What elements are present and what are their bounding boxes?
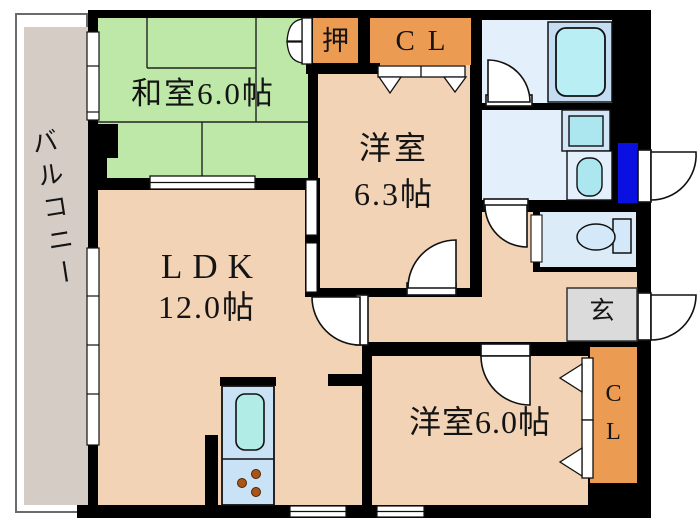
western-63-name: 洋室 [358,130,429,166]
bottom-wall-extension [77,505,88,518]
front-door-leaf [618,143,638,203]
wall-washroom-bottom [482,200,540,212]
room-western-60 [372,356,588,505]
wall-under-oshiire [306,63,380,74]
kitchen-counter-edge [220,377,276,386]
balcony-floor [24,27,88,505]
closet-oshiire [313,18,358,65]
room-toilet [540,212,636,267]
ldk-name: LDK [161,247,263,286]
oshiire-label: 押 [322,26,349,56]
washitsu-label: 和室6.0帖 [131,76,275,111]
ldk-stub-wall [328,374,362,386]
closet-cl-top [370,18,471,65]
corridor-west-leg [482,212,533,342]
cl-bedroom-label-c: C [605,381,622,407]
room-washroom [482,110,610,200]
corridor-genkan-front [533,288,567,342]
hall-strip [533,272,637,288]
ldk-size: 12.0帖 [157,289,256,325]
corridor-main [362,297,482,342]
wall-corridor-top [307,288,482,297]
western-60-label: 洋室6.0帖 [408,404,551,440]
room-washitsu [98,18,308,178]
cl-top-label: CL [395,25,459,57]
kitchen-stub-wall [205,435,218,505]
room-ldk [98,190,362,505]
genkan-label: 玄 [589,298,615,325]
western-63-size: 6.3帖 [353,176,434,212]
cl-bedroom-label-l: L [606,419,621,445]
room-bathroom [482,20,612,103]
closet-cl-bedroom [590,347,637,483]
